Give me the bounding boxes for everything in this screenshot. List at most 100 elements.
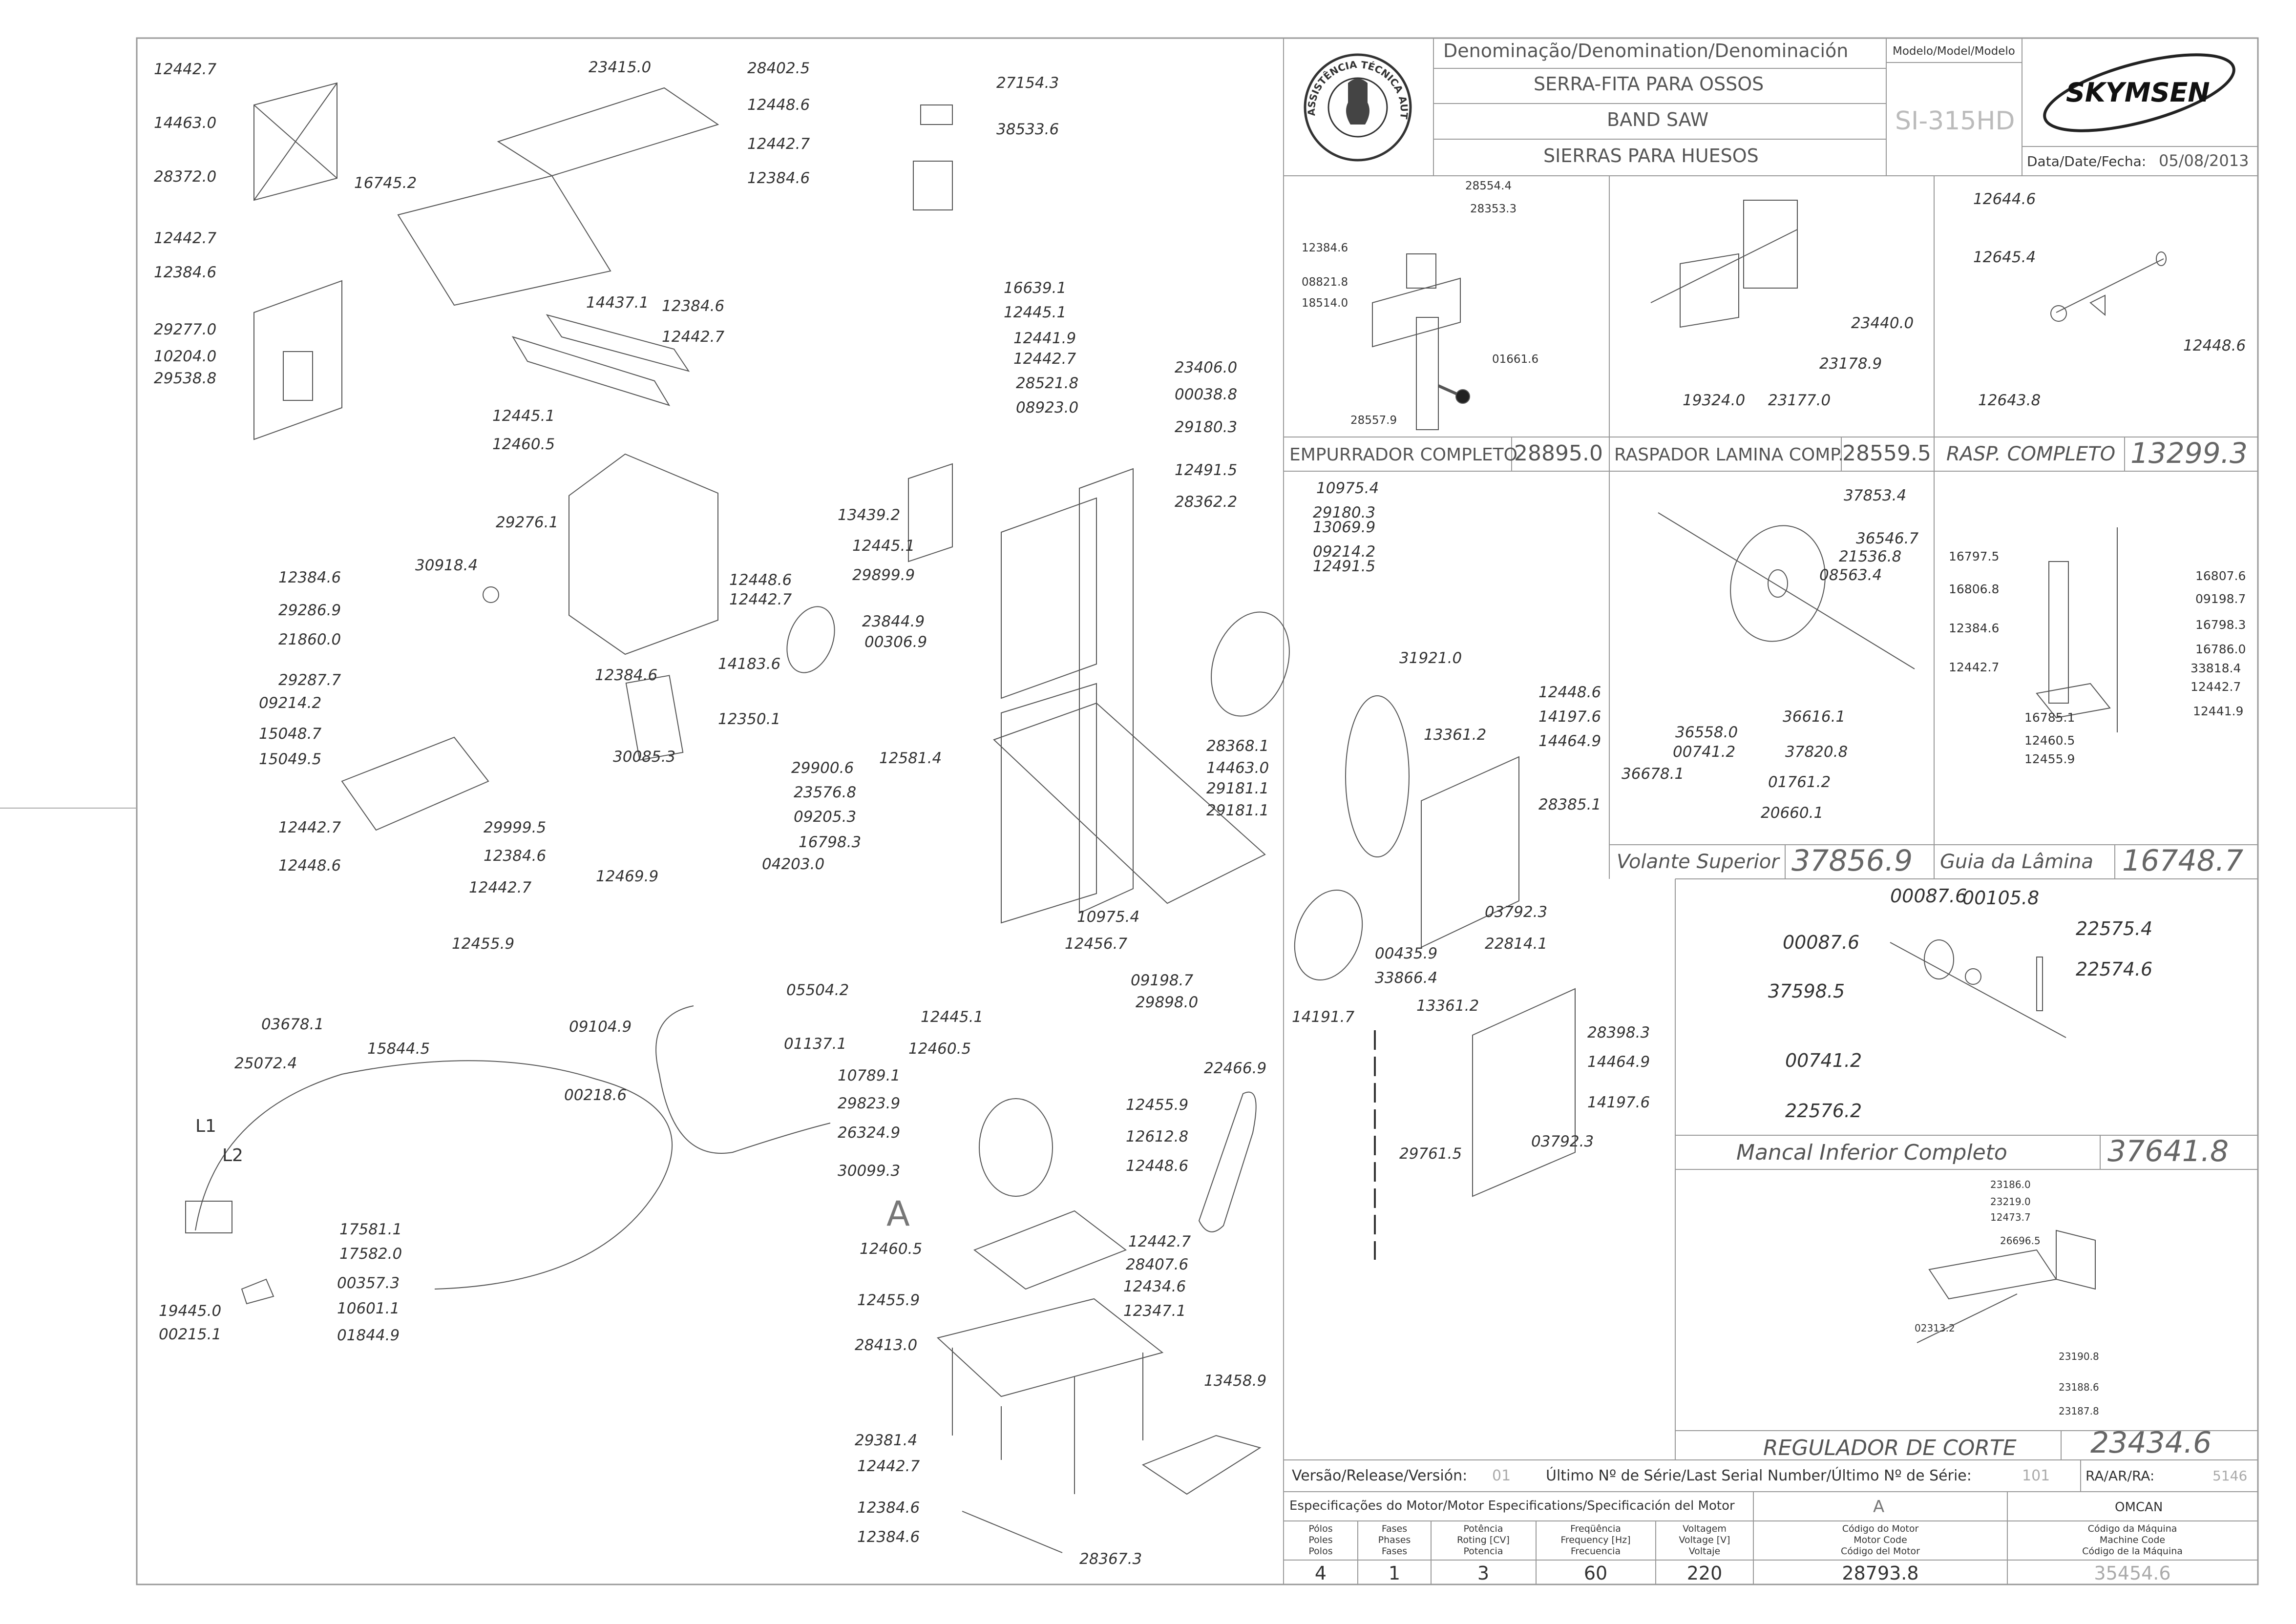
- cut-regulator-labels: 23186.0 23219.0 12473.7 26696.5 02313.2 …: [1915, 1179, 2099, 1417]
- part-label: 23844.9: [862, 613, 925, 630]
- part-label: 12645.4: [1973, 249, 2036, 266]
- manufacturer-label: OMCAN: [2115, 1500, 2163, 1515]
- part-label: 23188.6: [2059, 1381, 2099, 1393]
- part-label: 16745.2: [354, 174, 417, 192]
- svg-text:Código da Máquina: Código da Máquina: [2088, 1523, 2177, 1534]
- part-label: 23406.0: [1175, 359, 1237, 376]
- terminal-l1-label: L1: [195, 1116, 216, 1136]
- labels-top-left: 12442.7 14463.0 28372.0 12442.7 12384.6 …: [154, 61, 216, 387]
- part-label: 00218.6: [564, 1086, 627, 1104]
- part-label: 14197.6: [1587, 1094, 1650, 1111]
- part-label: 30099.3: [838, 1162, 900, 1180]
- part-label: 28353.3: [1470, 203, 1517, 215]
- part-label: 12384.6: [857, 1499, 920, 1517]
- part-label: 16786.0: [2195, 642, 2246, 656]
- part-label: 12455.9: [2024, 752, 2075, 766]
- model-header: Modelo/Model/Modelo: [1893, 45, 2015, 58]
- svg-text:ASSISTÊNCIA TÉCNICA AUTORIZADA: ASSISTÊNCIA TÉCNICA AUTORIZADA: [0, 0, 1410, 120]
- part-label: 12442.7: [662, 328, 724, 346]
- part-label: 13069.9: [1313, 519, 1375, 536]
- part-label: 15049.5: [259, 750, 321, 768]
- footer-values: 4 1 3 60 220 28793.8 35454.6: [1315, 1562, 2171, 1584]
- part-label: 12384.6: [154, 264, 216, 281]
- part-label: 14464.9: [1538, 732, 1601, 750]
- part-label: 04203.0: [762, 855, 824, 873]
- part-label: 28398.3: [1587, 1024, 1650, 1041]
- part-label: 12441.9: [1013, 330, 1076, 347]
- part-label: 17581.1: [339, 1221, 402, 1238]
- svg-text:Voltage [V]: Voltage [V]: [1679, 1535, 1730, 1545]
- part-label: 09205.3: [794, 808, 856, 826]
- part-label: 28407.6: [1126, 1256, 1188, 1273]
- part-label: 28367.3: [1079, 1550, 1142, 1568]
- subassembly-6-name: REGULADOR DE CORTE: [1763, 1436, 2017, 1460]
- part-label: 12384.6: [278, 569, 341, 586]
- phases-value: 1: [1389, 1562, 1400, 1584]
- part-label: 28521.8: [1016, 375, 1078, 392]
- model-number: SI-315HD: [1895, 106, 2015, 136]
- subassembly-3-code: 37856.9: [1791, 844, 1913, 878]
- date-label: Data/Date/Fecha:: [2027, 153, 2146, 169]
- part-label: 29181.1: [1206, 780, 1269, 797]
- svg-text:Poles: Poles: [1308, 1535, 1332, 1545]
- lower-bearing-labels: 00087.6 00105.8 00087.6 22575.4 22574.6 …: [1768, 885, 2152, 1122]
- part-label: 16806.8: [1949, 582, 1999, 596]
- part-label: 00741.2: [1673, 743, 1735, 761]
- part-label: 12460.5: [908, 1040, 971, 1058]
- part-label: 00087.6: [1783, 932, 1859, 953]
- part-label: 13361.2: [1416, 997, 1479, 1015]
- labels-center: 16639.1 12445.1 12441.9 12442.7 28521.8 …: [596, 279, 1462, 1011]
- svg-text:Potencia: Potencia: [1464, 1546, 1503, 1557]
- labels-left-bracket: 12384.6 29286.9 21860.0 29287.7 09214.2 …: [259, 569, 546, 953]
- svg-text:Frequency [Hz]: Frequency [Hz]: [1560, 1535, 1630, 1545]
- part-label: 36558.0: [1675, 724, 1738, 741]
- part-label: 09214.2: [1313, 543, 1375, 561]
- part-label: 10975.4: [1316, 479, 1379, 497]
- part-label: 12448.6: [278, 857, 341, 874]
- part-label: 12643.8: [1978, 392, 2041, 409]
- part-label: 09198.7: [1131, 972, 1193, 989]
- part-label: 36678.1: [1622, 765, 1684, 783]
- part-label: 23178.9: [1819, 355, 1882, 373]
- pusher-labels: 28554.4 28353.3 12384.6 08821.8 18514.0 …: [1302, 180, 1538, 427]
- part-label: 12442.7: [2191, 680, 2241, 694]
- part-label: 15844.5: [367, 1040, 430, 1058]
- part-label: 29823.9: [838, 1095, 900, 1112]
- part-label: 12442.7: [469, 879, 531, 896]
- version-label: Versão/Release/Versión:: [1292, 1467, 1467, 1484]
- blade-guide-labels: 16797.5 16806.8 12384.6 12442.7 16807.6 …: [1949, 549, 2246, 766]
- part-label: 22576.2: [1785, 1100, 1862, 1122]
- part-label: 14463.0: [154, 114, 216, 132]
- part-label: 00105.8: [1962, 887, 2039, 909]
- part-label: 12473.7: [1990, 1211, 2031, 1223]
- part-label: 18514.0: [1302, 297, 1348, 310]
- part-label: 28557.9: [1350, 414, 1397, 427]
- part-label: 29761.5: [1399, 1145, 1462, 1163]
- part-label: 10789.1: [838, 1067, 900, 1084]
- svg-text:Machine Code: Machine Code: [2100, 1535, 2165, 1545]
- svg-text:Código del Motor: Código del Motor: [1841, 1546, 1920, 1557]
- machine-name-en: BAND SAW: [1607, 109, 1708, 130]
- skymsen-logo: SKYMSEN: [2043, 53, 2235, 132]
- part-label: 12445.1: [921, 1008, 983, 1026]
- svg-text:Phases: Phases: [1378, 1535, 1411, 1545]
- subassembly-1-code: 28559.5: [1842, 441, 1931, 466]
- part-label: 14463.0: [1206, 759, 1269, 777]
- subassembly-5-code: 37641.8: [2107, 1134, 2229, 1168]
- motor-letter-label: A: [886, 1194, 910, 1234]
- part-label: 19324.0: [1683, 392, 1745, 409]
- part-label: 12442.7: [154, 61, 216, 78]
- part-label: 14437.1: [586, 294, 649, 312]
- part-label: 12491.5: [1313, 558, 1375, 575]
- drawing-frame: [136, 37, 2259, 1585]
- subassembly-0-name: EMPURRADOR COMPLETO: [1289, 445, 1517, 465]
- part-label: 12460.5: [860, 1240, 922, 1258]
- motor-code-value: 28793.8: [1842, 1562, 1918, 1584]
- part-label: 12442.7: [1949, 660, 1999, 674]
- motor-spec-label: Especificações do Motor/Motor Especifica…: [1289, 1499, 1735, 1513]
- version-value: 01: [1492, 1467, 1511, 1484]
- part-label: 16639.1: [1004, 279, 1066, 297]
- part-label: 29898.0: [1136, 994, 1198, 1011]
- part-label: 12455.9: [1126, 1096, 1188, 1114]
- labels-motor: 12445.1 12460.5 12455.9 12612.8 12448.6 …: [855, 1008, 1266, 1568]
